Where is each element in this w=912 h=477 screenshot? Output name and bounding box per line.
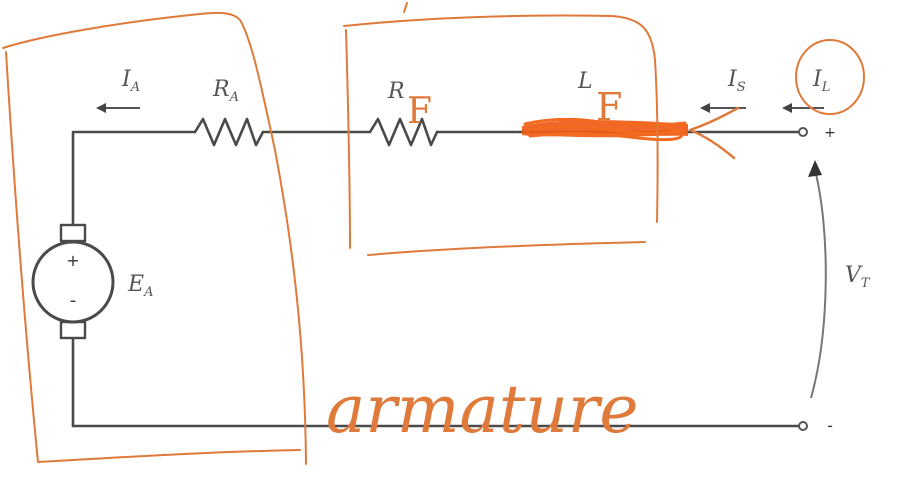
field-box [343, 14, 659, 256]
handwritten-annotations: F F armature [2, 2, 865, 465]
field-resistor [368, 117, 439, 147]
circuit-wires [71, 130, 801, 428]
terminal-plus-sign: + [824, 125, 836, 141]
source-minus-sign: - [70, 290, 77, 311]
is-arrow [700, 103, 746, 113]
output-terminals: + - [798, 125, 836, 435]
terminal-bottom [798, 421, 808, 431]
label-il: IL [812, 67, 830, 95]
il-arrow [782, 103, 824, 113]
label-vt: VT [845, 263, 871, 291]
field-box-tick [403, 2, 408, 13]
label-lf: L [577, 69, 593, 94]
vt-arrowhead [808, 160, 822, 177]
field-mark-lf: F [596, 85, 622, 129]
terminal-voltage-arrow [808, 160, 827, 399]
field-mark-rf: F [407, 91, 432, 132]
vt-arc [810, 169, 827, 399]
terminal-top [798, 127, 808, 137]
label-is: IS [727, 67, 746, 95]
source-top-brush [59, 223, 87, 243]
armature-voltage-source: + - [31, 223, 115, 340]
terminal-minus-sign: - [827, 416, 833, 435]
source-plus-sign: + [66, 251, 79, 270]
current-arrows [96, 103, 824, 113]
left-top-wire [71, 130, 197, 228]
label-ia: IA [121, 67, 140, 95]
label-ra: RA [212, 77, 239, 105]
armature-resistor [193, 117, 265, 147]
armature-box [2, 11, 307, 465]
ia-arrow [96, 103, 140, 113]
label-ea: EA [127, 272, 153, 300]
field-inductor [518, 117, 692, 142]
armature-label: armature [326, 371, 638, 448]
il-circle [795, 39, 865, 115]
source-circle [31, 240, 115, 324]
is-chevron [688, 106, 740, 160]
source-bottom-brush [59, 320, 87, 340]
inductor-scribble [523, 117, 687, 142]
label-rf: R [387, 79, 405, 104]
